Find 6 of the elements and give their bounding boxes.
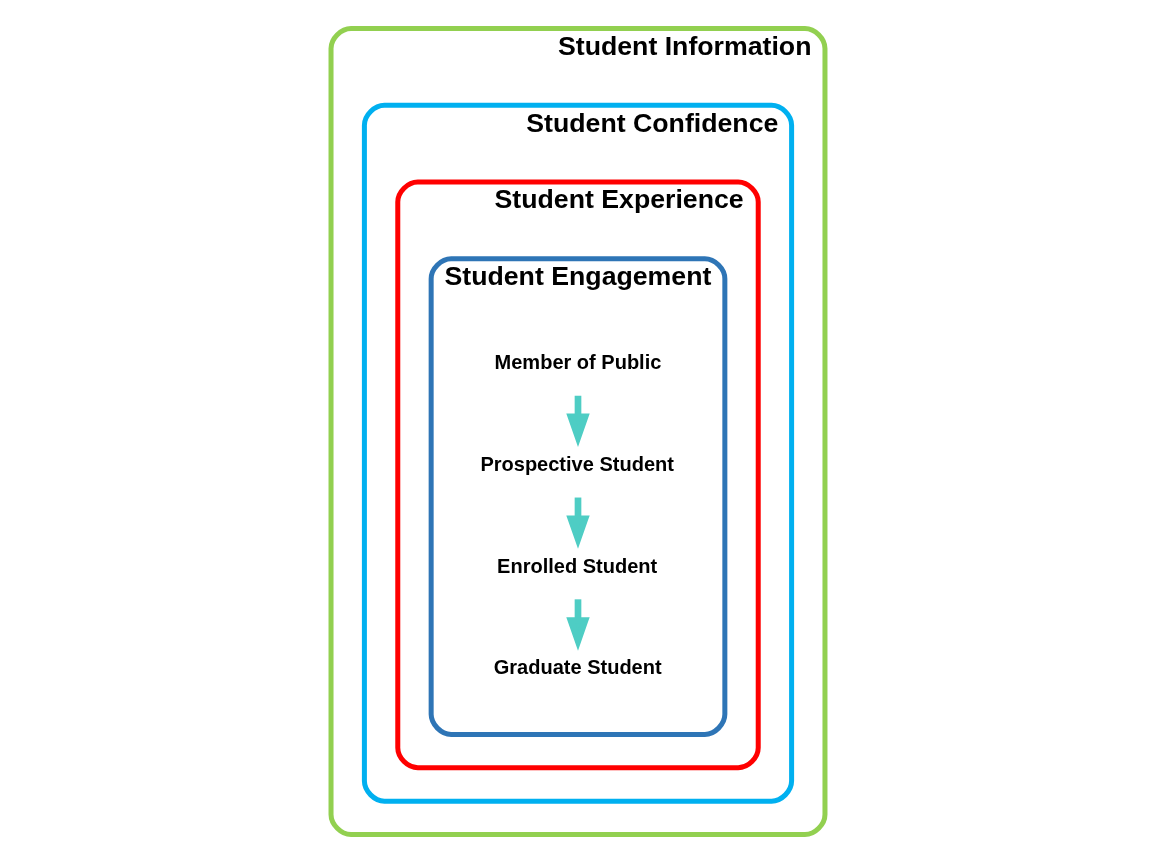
node-text: Member of Public [494,351,661,374]
node-text: Graduate Student [493,656,662,679]
arrow [565,497,590,549]
arrow [565,395,590,448]
node-text: Prospective Student [479,452,674,475]
node-text: Enrolled Student [496,554,657,577]
